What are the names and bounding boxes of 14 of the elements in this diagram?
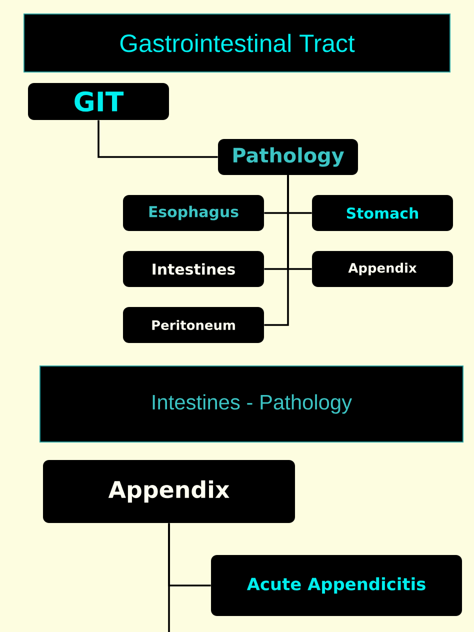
connector-line bbox=[98, 120, 218, 158]
category-box: Pathology bbox=[218, 139, 358, 175]
topic-box: Appendix bbox=[43, 460, 295, 523]
connector-line bbox=[264, 175, 289, 326]
connector-line bbox=[168, 523, 170, 632]
title-banner: Gastrointestinal Tract bbox=[24, 14, 450, 72]
organ-box: Peritoneum bbox=[123, 307, 264, 343]
organ-box: Appendix bbox=[312, 251, 453, 287]
category-box: GIT bbox=[28, 83, 169, 120]
organ-box: Intestines bbox=[123, 251, 264, 287]
section-banner: Intestines - Pathology bbox=[40, 366, 464, 442]
disease-box: Acute Appendicitis bbox=[211, 555, 462, 616]
organ-box: Esophagus bbox=[123, 195, 264, 231]
organ-box: Stomach bbox=[312, 195, 453, 231]
